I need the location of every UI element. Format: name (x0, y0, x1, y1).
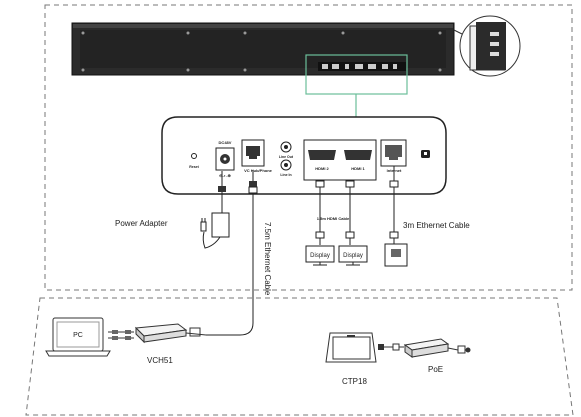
ctp18-cable (378, 343, 404, 351)
display-1-label: Display (310, 253, 330, 259)
svg-text:⊖-◐-⊕: ⊖-◐-⊕ (219, 173, 231, 178)
vch51-label: VCH51 (147, 356, 173, 365)
vc-hub-label: VC Hub/Phone (244, 168, 273, 173)
ethernet-7-5-label: 7.5m Ethernet Cable (263, 222, 272, 296)
vch51-device (134, 323, 207, 344)
power-cable (200, 171, 230, 249)
poe-adapter (403, 338, 471, 358)
hdmi-cables (315, 180, 355, 245)
hdmi-cable-label: 1.5m HDMI Cable (317, 216, 350, 221)
display-1 (305, 245, 335, 266)
pc-label: PC (73, 332, 83, 339)
hdmi2-label: HDMI 2 (315, 166, 329, 171)
pc-laptop (45, 317, 111, 357)
dc-label: DC48V (219, 140, 232, 145)
pc-cables (108, 330, 134, 340)
display-2-label: Display (343, 253, 363, 259)
internet-cable (384, 166, 408, 267)
ethernet-3-label: 3m Ethernet Cable (403, 221, 470, 230)
display-2 (338, 245, 368, 266)
line-in-label: Line In (280, 173, 291, 177)
zoom-detail (453, 15, 521, 77)
power-adapter-label: Power Adapter (115, 219, 168, 228)
ctp18-device (325, 332, 377, 363)
poe-label: PoE (428, 365, 443, 374)
room-area-frame (25, 297, 574, 416)
hdmi1-label: HDMI 1 (351, 166, 365, 171)
vc-hub-cable (206, 170, 258, 336)
device-area-frame (44, 4, 573, 291)
rear-panel: Reset DC48V ⊖-◐-⊕ VC Hub/Phone Line Out … (161, 116, 447, 195)
main-unit (71, 22, 455, 76)
line-out-label: Line Out (279, 155, 294, 159)
reset-label: Reset (189, 165, 199, 169)
ctp18-label: CTP18 (342, 377, 367, 386)
